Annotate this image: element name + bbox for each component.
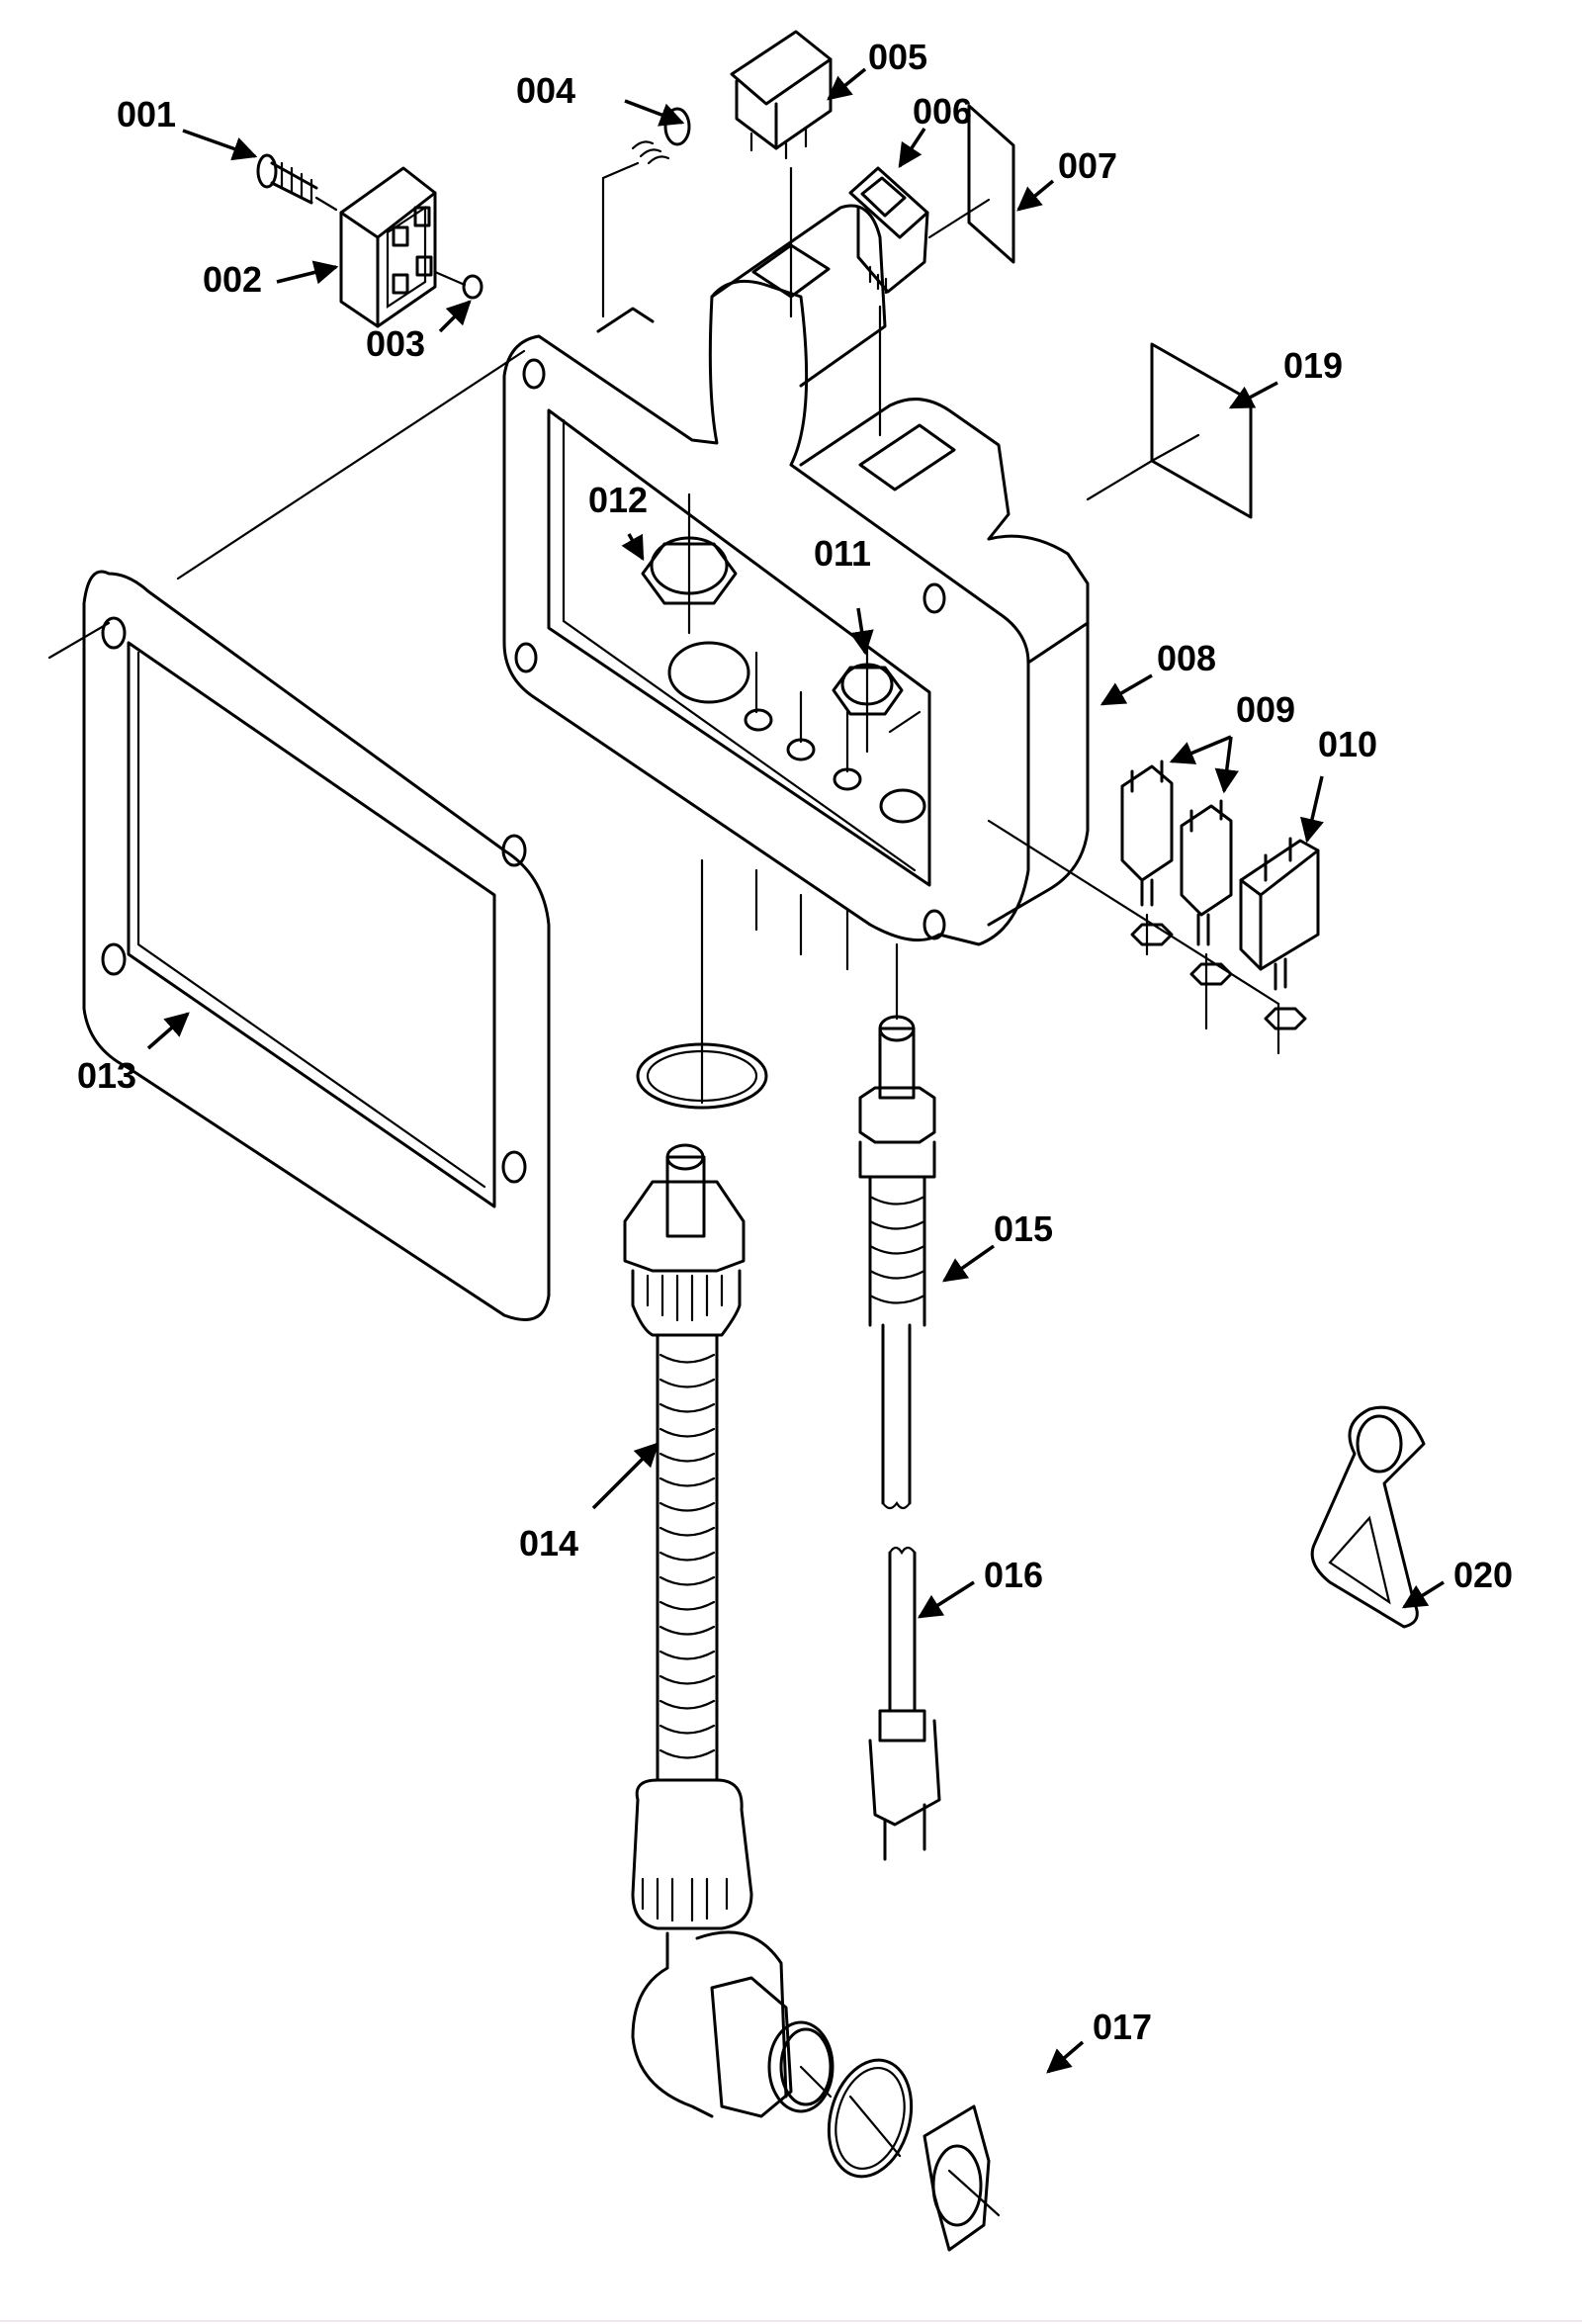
conduit-locknut-part — [827, 2058, 1001, 2252]
callout-010: 010 — [1318, 724, 1377, 764]
callout-015: 015 — [994, 1208, 1053, 1249]
callout-011: 011 — [814, 533, 871, 574]
arrow-020 — [1401, 1580, 1445, 1609]
arrow-011 — [849, 607, 874, 656]
large-locknut-part — [641, 492, 738, 635]
arrow-004 — [624, 99, 685, 127]
hanger-clip-part — [1310, 1405, 1426, 1629]
leader-arrows — [146, 67, 1445, 2074]
small-locknut-part — [832, 641, 904, 754]
housing-part — [502, 204, 1090, 971]
arrow-002 — [276, 260, 339, 285]
arrow-012 — [621, 533, 645, 562]
arrow-019 — [1228, 381, 1278, 409]
circuit-breaker-part-2 — [1180, 799, 1233, 1030]
arrow-010 — [1300, 775, 1324, 844]
callout-004: 004 — [516, 70, 575, 111]
callout-013: 013 — [77, 1055, 136, 1096]
spring-button-part — [601, 107, 691, 318]
nut-part — [433, 270, 483, 300]
arrow-014 — [591, 1442, 659, 1510]
arrow-006 — [898, 128, 926, 169]
arrow-003 — [438, 300, 472, 333]
callout-006: 006 — [913, 91, 972, 132]
page-bottom-rule — [0, 2320, 1582, 2322]
arrow-001 — [182, 129, 258, 161]
arrow-009a — [1169, 735, 1232, 764]
callout-002: 002 — [203, 259, 262, 300]
circuit-breaker-part-1 — [1120, 760, 1174, 956]
callout-001: 001 — [117, 94, 176, 134]
callout-014: 014 — [519, 1523, 578, 1564]
arrow-007 — [1016, 179, 1055, 212]
callout-005: 005 — [868, 37, 927, 77]
callout-020: 020 — [1453, 1555, 1513, 1595]
circuit-breaker-large-part — [987, 819, 1320, 1055]
callout-007: 007 — [1058, 145, 1117, 186]
conduit-elbow-assembly-part — [623, 858, 835, 2118]
arrow-016 — [917, 1580, 975, 1619]
callout-019: 019 — [1283, 345, 1343, 386]
arrow-015 — [941, 1244, 996, 1283]
label-plate-part — [967, 104, 1015, 264]
arrow-013 — [146, 1012, 190, 1050]
callout-016: 016 — [984, 1555, 1043, 1595]
strain-relief-part — [858, 942, 936, 1510]
callout-003: 003 — [366, 323, 425, 364]
gasket-part — [47, 349, 551, 1321]
arrow-008 — [1099, 673, 1153, 706]
decal-part — [1086, 342, 1253, 519]
terminal-block-part — [339, 166, 437, 328]
callout-009: 009 — [1236, 689, 1295, 730]
rocker-switch-part — [848, 166, 991, 437]
callout-012: 012 — [588, 480, 648, 520]
callout-labels: 001 002 003 004 005 006 007 008 009 010 … — [77, 37, 1513, 2047]
callout-008: 008 — [1157, 638, 1216, 678]
arrow-005 — [827, 67, 867, 101]
arrow-017 — [1046, 2040, 1085, 2074]
arrow-009b — [1214, 736, 1239, 794]
screw-part — [256, 153, 338, 212]
callout-017: 017 — [1093, 2007, 1152, 2047]
power-cord-plug-part — [868, 1546, 941, 1861]
